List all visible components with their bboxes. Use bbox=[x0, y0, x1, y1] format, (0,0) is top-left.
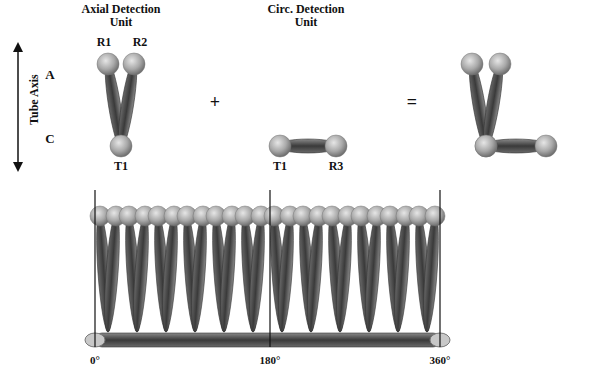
helix-rod bbox=[102, 214, 123, 333]
dye-sphere bbox=[110, 135, 132, 157]
dye-sphere bbox=[535, 135, 557, 157]
dye-label: T1 bbox=[114, 160, 128, 173]
helix-rod bbox=[363, 214, 384, 333]
dye-sphere bbox=[325, 135, 347, 157]
ring-band bbox=[95, 333, 440, 347]
axial-unit bbox=[97, 53, 145, 157]
dye-sphere bbox=[489, 53, 511, 75]
dye-sphere bbox=[97, 53, 119, 75]
helix-rod bbox=[334, 214, 355, 333]
helix-rod bbox=[247, 214, 268, 333]
unit-heading: Axial Detection Unit bbox=[76, 3, 166, 29]
dye-sphere bbox=[269, 135, 291, 157]
helix-rod bbox=[305, 214, 326, 333]
dye-sphere bbox=[475, 135, 497, 157]
angle-label: 360° bbox=[430, 354, 451, 366]
angle-label: 180° bbox=[260, 354, 281, 366]
dye-sphere bbox=[461, 53, 483, 75]
helix-rod bbox=[131, 214, 152, 333]
angle-marker-line bbox=[94, 190, 95, 347]
arrow-head bbox=[13, 42, 23, 52]
dye-sphere bbox=[475, 135, 497, 157]
tube-axis-arrow bbox=[13, 42, 23, 172]
helix-rod bbox=[189, 214, 210, 333]
angle-marker-line bbox=[439, 190, 440, 347]
angle-label: 0° bbox=[90, 354, 100, 366]
tube-row bbox=[85, 190, 450, 347]
plus-sign: + bbox=[210, 93, 220, 113]
unit-heading: Circ. Detection Unit bbox=[261, 3, 351, 29]
axis-line bbox=[17, 48, 19, 166]
angle-marker-line bbox=[269, 190, 270, 347]
dye-label: R3 bbox=[329, 160, 344, 173]
helix-rod bbox=[392, 214, 413, 333]
end-label: C bbox=[45, 132, 54, 146]
dye-sphere bbox=[425, 206, 445, 226]
dye-label: T1 bbox=[273, 160, 287, 173]
end-label: A bbox=[45, 68, 54, 82]
helix-rod bbox=[421, 214, 442, 333]
dye-label: R1 bbox=[97, 36, 112, 49]
dye-label: R2 bbox=[133, 36, 148, 49]
circ-unit bbox=[269, 135, 347, 157]
dye-sphere bbox=[123, 53, 145, 75]
axis-label: Tube Axis bbox=[27, 75, 40, 126]
equals-sign: = bbox=[407, 93, 417, 113]
helix-rod bbox=[218, 214, 239, 333]
arrow-head bbox=[13, 162, 23, 172]
helix-rod bbox=[160, 214, 181, 333]
helix-rod bbox=[276, 214, 297, 333]
combined-unit bbox=[461, 53, 557, 157]
